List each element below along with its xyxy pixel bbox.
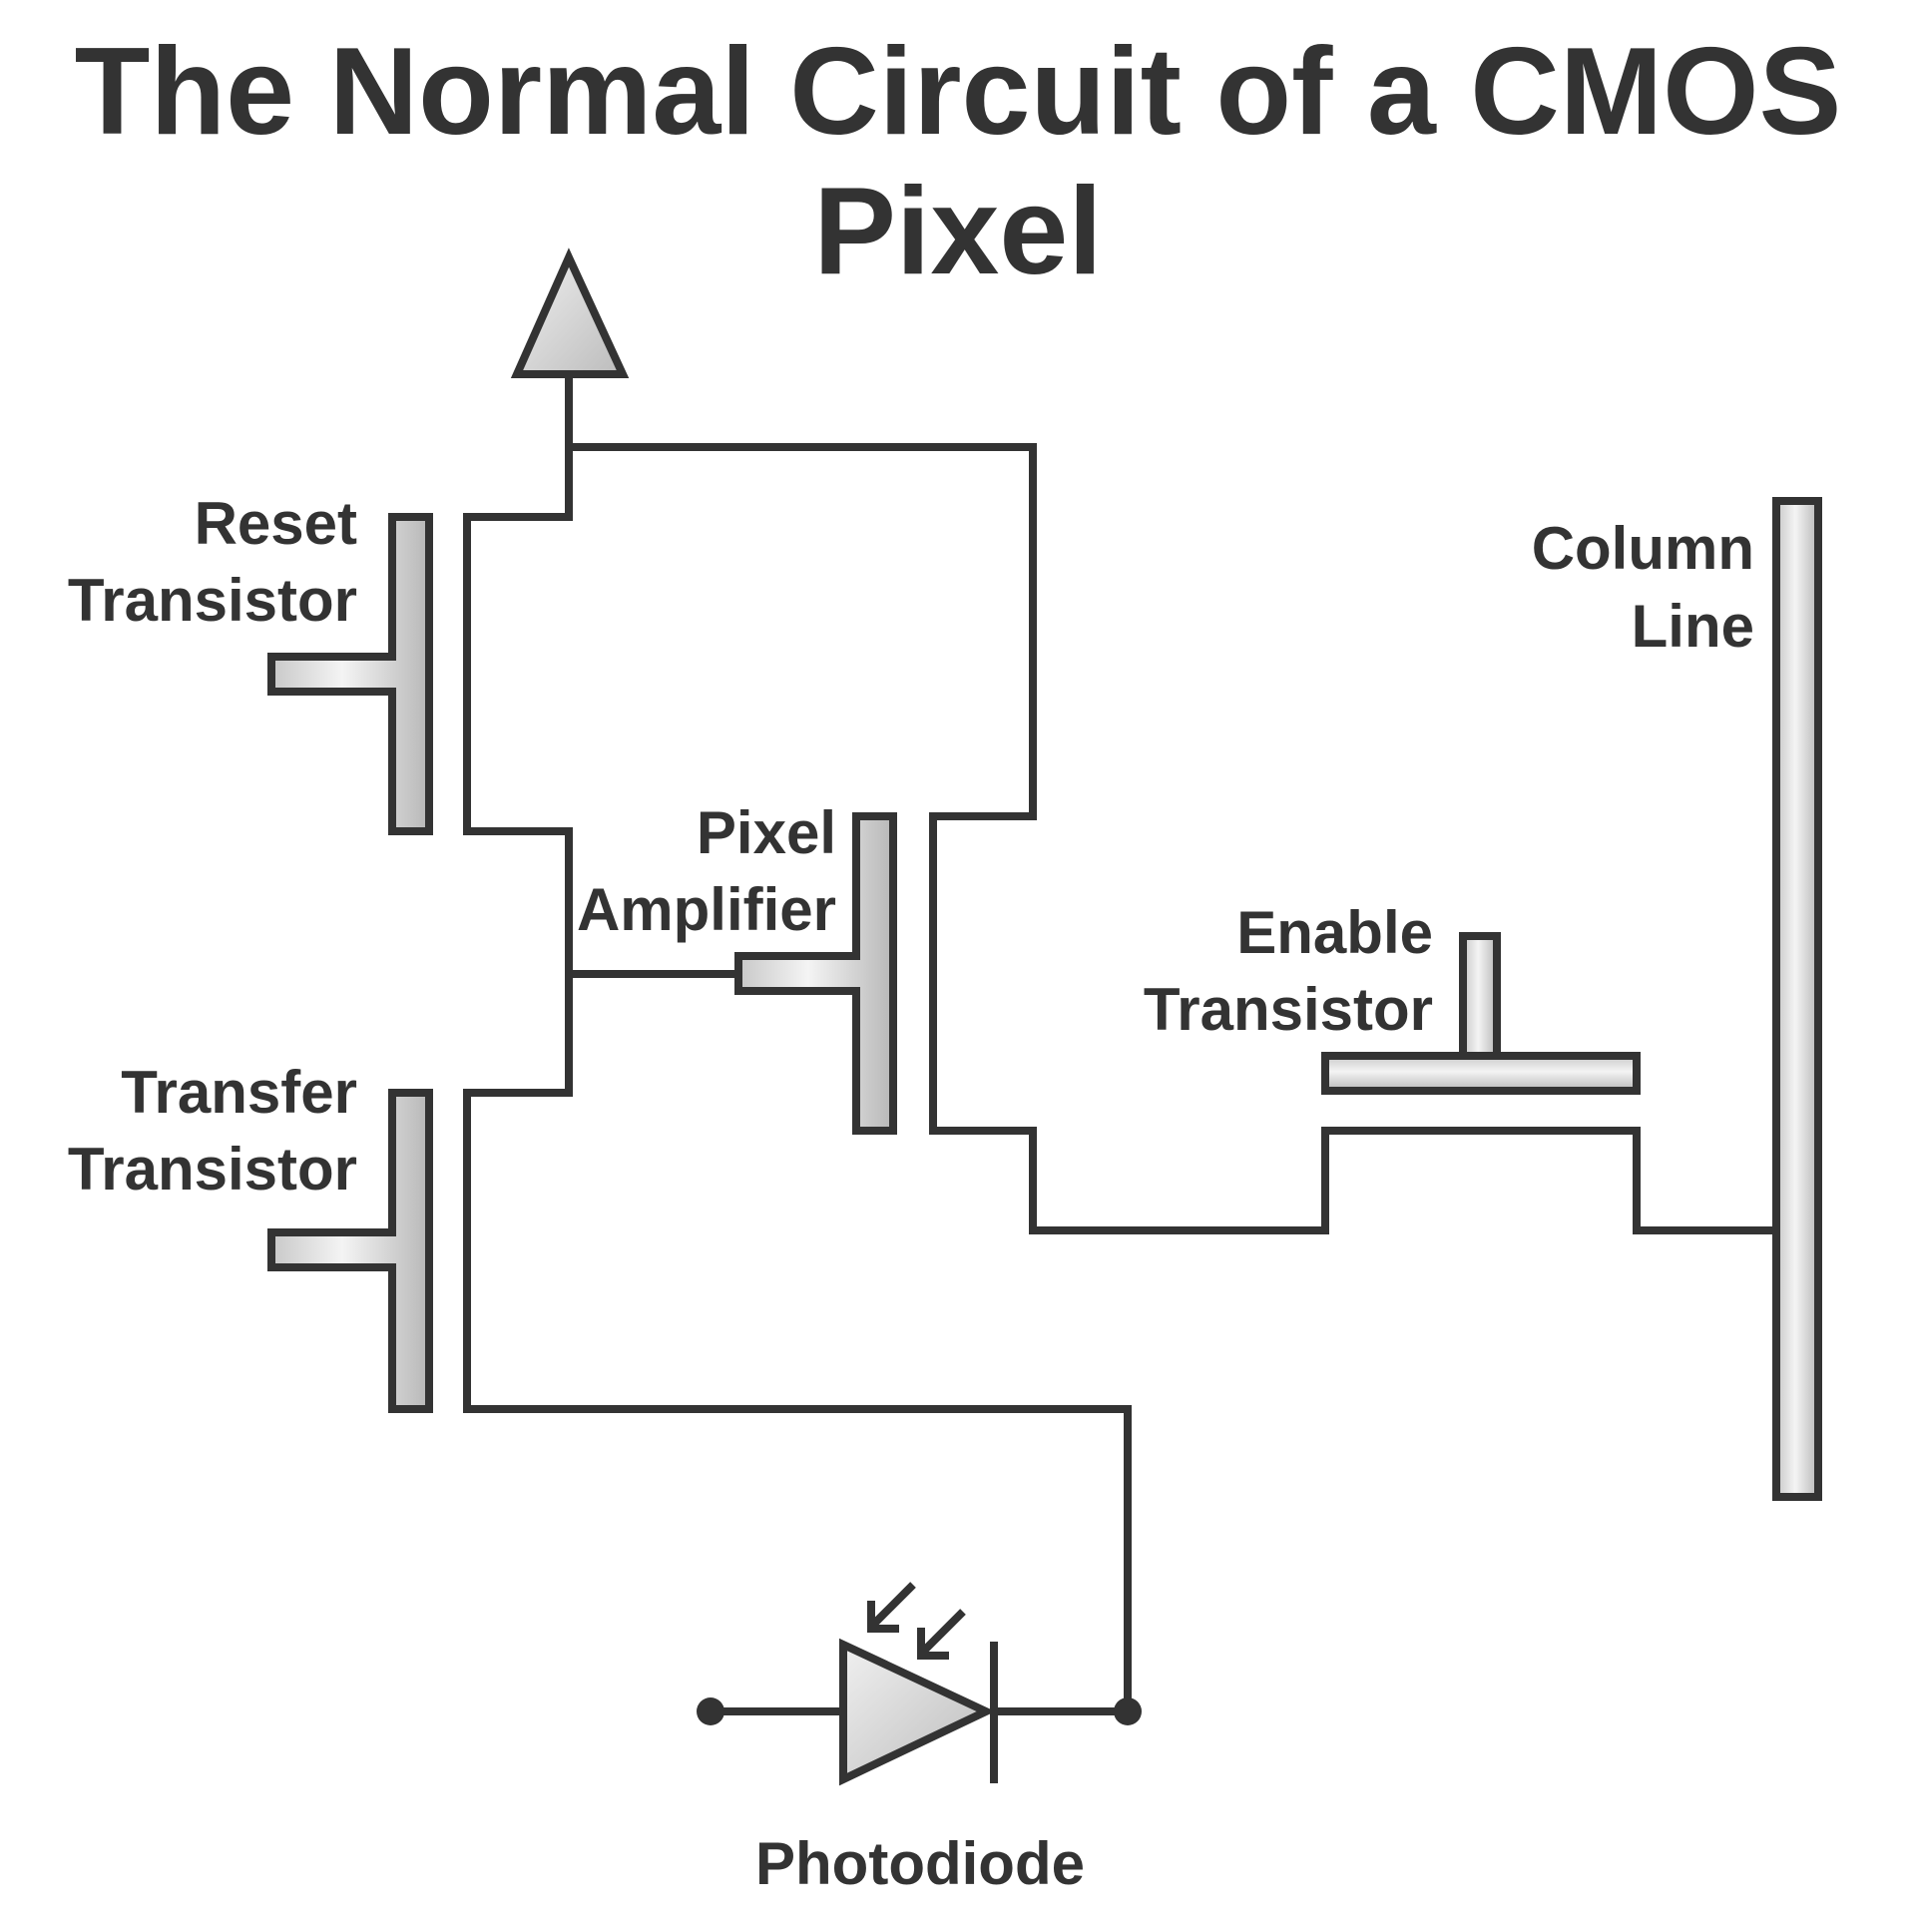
column-label-line2: Line [1632,593,1754,660]
transfer-transistor-gate [267,1089,433,1413]
transfer-label-line1: Transfer [121,1059,357,1126]
column-line-bus [1772,497,1822,1501]
photodiode-right-terminal [1114,1697,1142,1725]
enable-channel-wire [929,1127,1780,1234]
amplifier-label-line1: Pixel [697,799,836,866]
light-arrow-icon [867,1582,916,1633]
transfer-channel-wire [463,1089,1132,1715]
pixel-amplifier-gate [734,812,897,1135]
column-label-line1: Column [1532,515,1754,582]
reset-transistor-gate [267,513,433,835]
supply-arrow [510,247,630,378]
diode-triangle [839,1638,996,1786]
component-labels: Reset Transistor Transfer Transistor Pix… [68,490,1754,1897]
light-arrow-icon [917,1609,966,1660]
enable-label-line2: Transistor [1144,976,1433,1043]
photodiode-label: Photodiode [755,1830,1085,1897]
amplifier-label-line2: Amplifier [577,876,836,943]
photodiode-symbol [697,1582,1142,1786]
enable-label-line1: Enable [1236,899,1433,966]
transfer-label-line2: Transistor [68,1136,357,1203]
reset-label-line1: Reset [195,490,357,557]
reset-label-line2: Transistor [68,567,357,634]
enable-transistor-gate [1321,932,1641,1095]
diagram-title: The Normal Circuit of a CMOS Pixel [74,23,1842,300]
photodiode-left-terminal [697,1697,724,1725]
amp-drain-wire [565,443,1037,1135]
circuit-wires [463,370,1780,1715]
reset-channel-wire [463,513,573,1097]
